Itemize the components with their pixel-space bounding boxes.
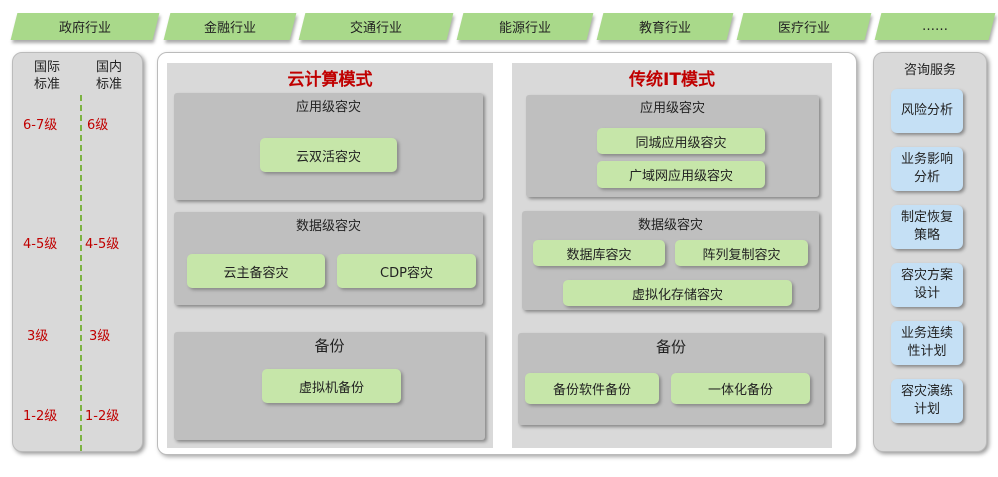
cloud-app-box: 应用级容灾 云双活容灾 bbox=[174, 93, 483, 200]
label: 金融行业 bbox=[203, 21, 256, 36]
divider-line bbox=[80, 95, 82, 451]
item-software-backup: 备份软件备份 bbox=[525, 373, 659, 404]
domestic-level: 4-5级 bbox=[85, 237, 120, 252]
industry-energy: 能源行业 bbox=[456, 13, 594, 40]
label: …… bbox=[922, 19, 948, 34]
cloud-backup-box: 备份 虚拟机备份 bbox=[174, 332, 485, 440]
item-db-dr: 数据库容灾 bbox=[533, 240, 665, 266]
industry-medical: 医疗行业 bbox=[736, 13, 872, 40]
traditional-title: 传统IT模式 bbox=[629, 70, 715, 90]
box-title: 应用级容灾 bbox=[295, 100, 361, 115]
item-bia: 业务影响 分析 bbox=[891, 147, 963, 191]
item-wan-app-dr: 广域网应用级容灾 bbox=[597, 161, 765, 188]
industry-education: 教育行业 bbox=[596, 13, 734, 40]
industry-finance: 金融行业 bbox=[163, 13, 297, 40]
item-cdp: CDP容灾 bbox=[337, 254, 476, 288]
consulting-title: 咨询服务 bbox=[903, 63, 956, 78]
label: 医疗行业 bbox=[777, 21, 830, 36]
item-dr-design: 容灾方案 设计 bbox=[891, 263, 963, 307]
domestic-standard-label: 国内 标准 bbox=[95, 60, 122, 92]
cloud-data-box: 数据级容灾 云主备容灾 CDP容灾 bbox=[174, 212, 483, 305]
standards-panel: 国际 标准 国内 标准 6-7级 6级 4-5级 4-5级 3级 3级 1-2级… bbox=[12, 52, 143, 452]
label: 能源行业 bbox=[498, 21, 551, 36]
item-local-app-dr: 同城应用级容灾 bbox=[597, 128, 765, 154]
item-cloud-active-active: 云双活容灾 bbox=[260, 138, 397, 172]
trad-backup-box: 备份 备份软件备份 一体化备份 bbox=[518, 333, 824, 425]
label: 教育行业 bbox=[638, 21, 691, 36]
box-title: 备份 bbox=[314, 337, 345, 355]
item-risk-analysis: 风险分析 bbox=[891, 89, 963, 133]
box-title: 数据级容灾 bbox=[637, 218, 703, 233]
industry-gov: 政府行业 bbox=[10, 13, 160, 40]
item-vm-backup: 虚拟机备份 bbox=[262, 369, 401, 403]
cloud-title: 云计算模式 bbox=[287, 70, 373, 90]
item-integrated-backup: 一体化备份 bbox=[671, 373, 810, 404]
industry-transport: 交通行业 bbox=[298, 13, 454, 40]
item-recovery-strategy: 制定恢复 策略 bbox=[891, 205, 963, 249]
trad-data-box: 数据级容灾 数据库容灾 阵列复制容灾 虚拟化存储容灾 bbox=[522, 211, 819, 310]
box-title: 备份 bbox=[655, 338, 686, 356]
label: 政府行业 bbox=[58, 21, 111, 36]
label: 交通行业 bbox=[349, 21, 402, 36]
intl-level: 1-2级 bbox=[23, 409, 58, 424]
intl-level: 3级 bbox=[27, 329, 49, 344]
domestic-level: 3级 bbox=[89, 329, 111, 344]
consulting-panel: 咨询服务 风险分析 业务影响 分析 制定恢复 策略 容灾方案 设计 业务连续 性… bbox=[873, 52, 987, 452]
box-title: 应用级容灾 bbox=[639, 101, 705, 116]
industry-more: …… bbox=[874, 13, 996, 40]
item-dr-drill: 容灾演练 计划 bbox=[891, 379, 963, 423]
box-title: 数据级容灾 bbox=[295, 219, 361, 234]
item-array-replication: 阵列复制容灾 bbox=[675, 240, 808, 266]
intl-level: 4-5级 bbox=[23, 237, 58, 252]
intl-level: 6-7级 bbox=[23, 118, 58, 133]
domestic-level: 1-2级 bbox=[85, 409, 120, 424]
item-bcp: 业务连续 性计划 bbox=[891, 321, 963, 365]
trad-app-box: 应用级容灾 同城应用级容灾 广域网应用级容灾 bbox=[526, 95, 819, 197]
item-cloud-standby: 云主备容灾 bbox=[187, 254, 325, 288]
domestic-level: 6级 bbox=[87, 118, 109, 133]
intl-standard-label: 国际 标准 bbox=[33, 60, 60, 92]
item-virtual-storage-dr: 虚拟化存储容灾 bbox=[563, 280, 792, 306]
